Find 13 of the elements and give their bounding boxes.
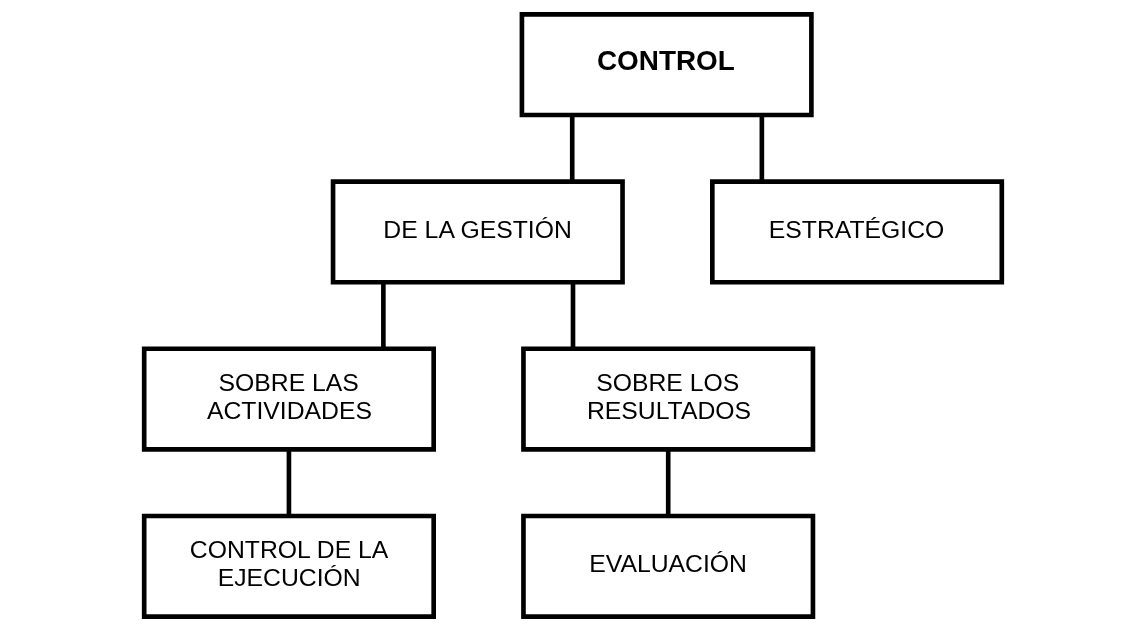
connector — [665, 449, 671, 516]
connector — [569, 115, 575, 182]
connector — [759, 115, 764, 182]
node-box: SOBRE LAS ACTIVIDADES — [141, 346, 436, 452]
node-box: ESTRATÉGICO — [709, 179, 1004, 285]
node-box: CONTROL DE LA EJECUCIÓN — [141, 513, 436, 619]
node-box: DE LA GESTIÓN — [330, 179, 625, 285]
node-box: EVALUACIÓN — [520, 513, 815, 619]
node-box: CONTROL — [519, 12, 814, 118]
connector — [286, 449, 291, 516]
connector — [570, 282, 575, 349]
connector — [380, 282, 386, 349]
node-box: SOBRE LOS RESULTADOS — [520, 346, 815, 452]
